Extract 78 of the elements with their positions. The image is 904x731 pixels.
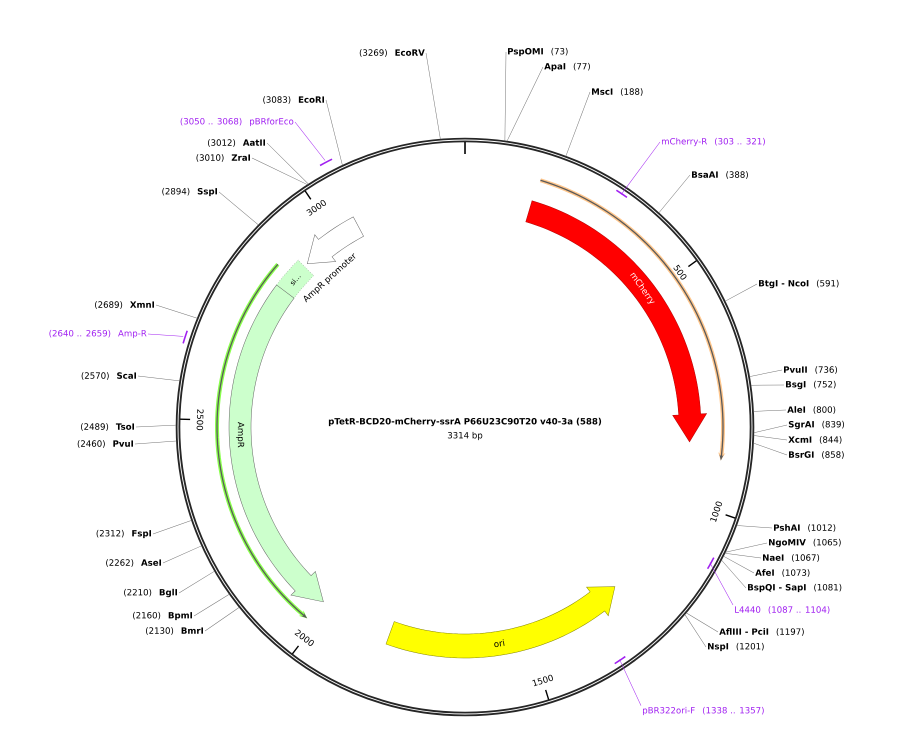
leader-line <box>754 435 788 440</box>
leader-line <box>148 334 184 337</box>
leader-line <box>136 424 176 428</box>
site-label: NgoMIV (1065) <box>769 538 841 548</box>
site-label: BtgI - NcoI (591) <box>759 280 839 288</box>
leader-line <box>620 142 660 195</box>
leader-line <box>724 553 762 558</box>
leader-line <box>749 370 782 377</box>
site-label: MscI (188) <box>592 88 643 96</box>
site-label: (2312) FspI <box>96 530 151 538</box>
site-label: (3083) EcoRI <box>263 96 324 104</box>
leader-line <box>266 142 309 184</box>
leader-line <box>194 594 230 616</box>
leader-line <box>754 424 788 433</box>
leader-line <box>204 607 240 632</box>
site-label: (2689) XmnI <box>95 301 154 309</box>
size-label: 3314 bp <box>448 432 482 440</box>
site-label: AflIII - PciI (1197) <box>719 628 804 636</box>
leader-line <box>426 52 441 140</box>
leader-line <box>178 570 215 594</box>
site-label: BsgI (752) <box>786 380 836 390</box>
leader-line <box>162 546 202 564</box>
scale-label: 2500 <box>196 409 204 430</box>
leader-line <box>218 192 259 226</box>
site-label: (2130) BmrI <box>146 627 203 635</box>
site-label: BsrGI (858) <box>789 451 844 459</box>
site-label: PspOMI (73) <box>508 48 568 56</box>
leader-line <box>134 440 177 444</box>
primer-label: (3050 .. 3068) pBRforEco <box>180 118 294 126</box>
leader-line <box>152 520 192 534</box>
leader-line <box>723 556 754 574</box>
leader-line <box>753 442 788 456</box>
site-label: (2460) PvuI <box>78 440 133 448</box>
leader-line <box>753 410 786 412</box>
site-label: AleI (800) <box>787 406 836 414</box>
site-label: (2894) SspI <box>162 188 217 196</box>
leader-line <box>252 158 308 185</box>
leader-line <box>684 614 706 648</box>
leader-line <box>156 304 198 318</box>
leader-line <box>506 66 544 142</box>
leader-line <box>724 284 758 302</box>
primer-label: mCherry-R (303 .. 321) <box>662 138 765 146</box>
leader-line <box>566 92 590 156</box>
leader-line <box>736 525 772 528</box>
site-label: (2570) ScaI <box>82 372 136 380</box>
leader-line <box>750 384 784 386</box>
scale-label: 1500 <box>532 674 553 686</box>
site-label: AfeI (1073) <box>755 569 810 577</box>
leader-line <box>658 174 690 213</box>
scale-label: 1000 <box>710 502 722 522</box>
leader-line <box>294 122 326 161</box>
site-label: NaeI (1067) <box>763 554 820 562</box>
site-label: (3010) ZraI <box>196 154 250 162</box>
primer-label: (2640 .. 2659) Amp-R <box>49 330 147 338</box>
site-label: BspQI - SapI (1081) <box>748 584 842 592</box>
site-label: NspI (1201) <box>708 642 764 652</box>
site-label: (2210) BglI <box>124 588 177 598</box>
site-label: (2262) AseI <box>106 559 161 567</box>
leader-line <box>725 542 768 553</box>
site-label: PvuII (736) <box>784 366 838 374</box>
site-label: SgrAI (839) <box>788 420 844 430</box>
leader-line <box>619 659 642 706</box>
site-label: (2489) TsoI <box>81 423 134 431</box>
site-label: ApaI (77) <box>544 62 590 72</box>
site-label: (2160) BpmI <box>133 612 192 620</box>
leader-line <box>504 52 506 141</box>
site-label: (3012) AatII <box>208 139 265 147</box>
leader-line <box>686 612 718 632</box>
leader-line <box>326 100 343 166</box>
site-label: PshAI (1012) <box>774 524 836 532</box>
primer-label: pBR322ori-F (1338 .. 1357) <box>643 706 764 716</box>
site-label: (3269) EcoRV <box>360 49 425 57</box>
leader-line <box>710 562 734 606</box>
site-label: BsaAI (388) <box>692 171 748 179</box>
leader-line <box>138 376 180 382</box>
site-label: XcmI (844) <box>788 436 842 444</box>
primer-label: L4440 (1087 .. 1104) <box>735 606 830 614</box>
leader-line <box>721 560 746 588</box>
